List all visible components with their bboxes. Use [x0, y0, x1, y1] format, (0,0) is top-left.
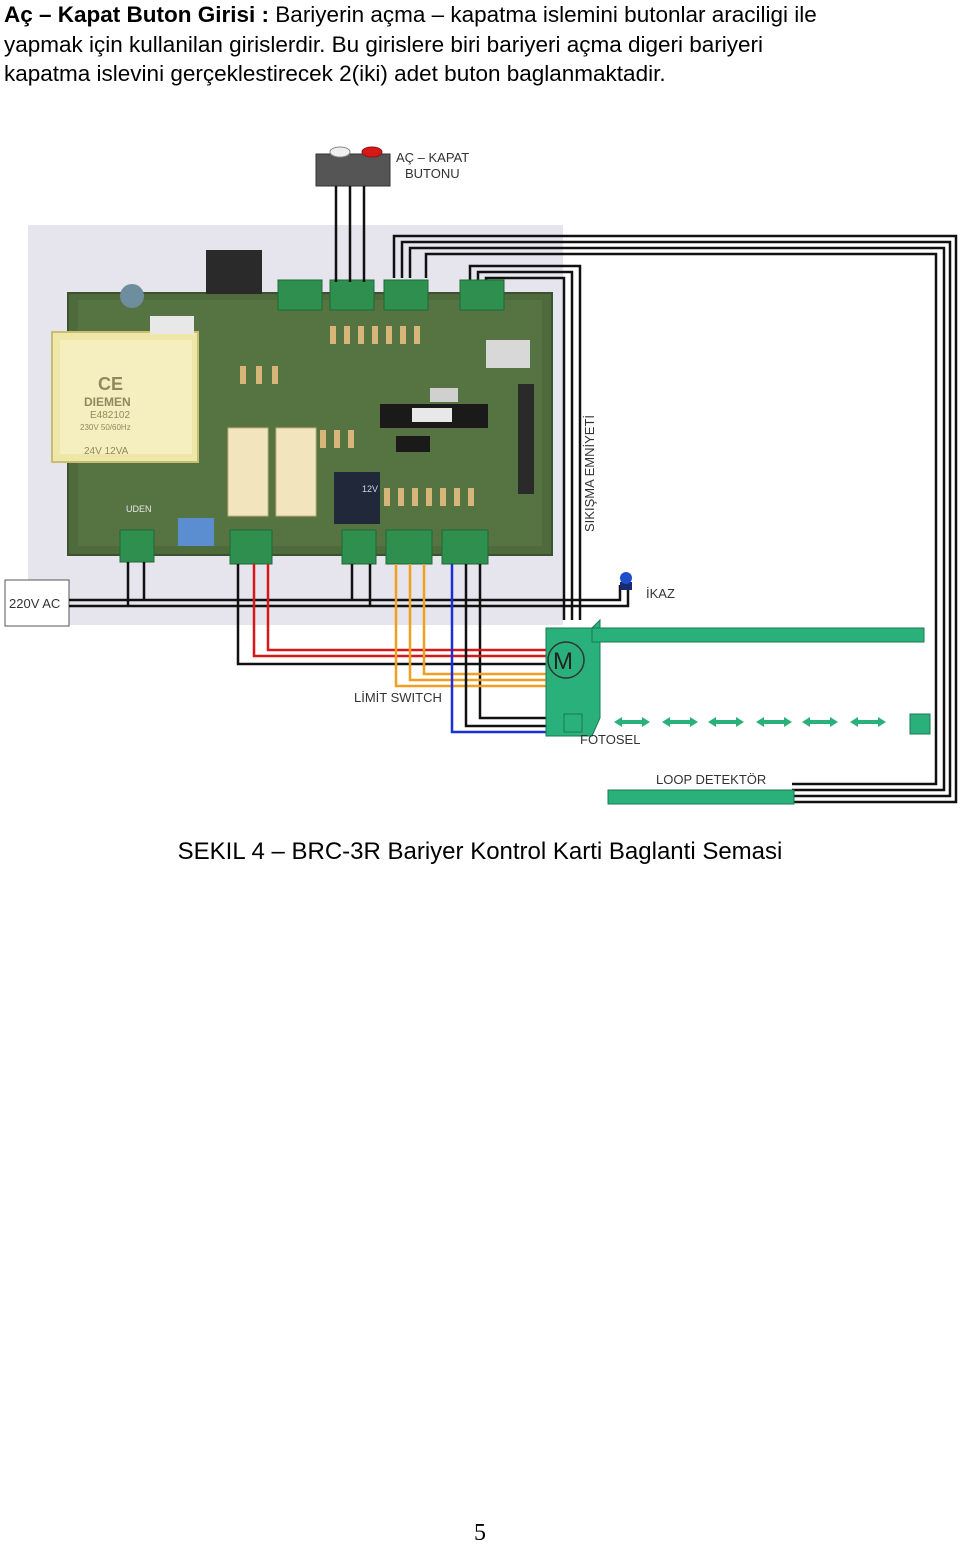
relay-label: 12V — [362, 484, 378, 494]
button-red — [361, 146, 383, 158]
motor-wires-black — [236, 564, 562, 720]
photocell-transmitter — [563, 713, 583, 733]
ic-label — [412, 408, 452, 422]
page-number: 5 — [474, 1520, 486, 1546]
heatsink — [206, 250, 262, 294]
barrier-motor: M — [545, 618, 601, 737]
photocell-wires-black — [464, 564, 568, 728]
intro-heading: Aç – Kapat Buton Girisi : — [4, 2, 270, 27]
button-wires — [334, 186, 366, 282]
transformer-model: E482102 — [90, 410, 130, 421]
fuse-holder — [150, 316, 194, 334]
squeeze-label: SIKIŞMA EMNİYETİ — [582, 415, 597, 532]
power-label: 220V AC — [9, 596, 60, 611]
relay-1 — [227, 427, 269, 517]
photocell-receiver — [909, 713, 931, 735]
button-label-line2: BUTONU — [405, 166, 460, 181]
open-close-button-box — [315, 146, 391, 187]
wiring-diagram: CE DIEMEN E482102 230V 50/60Hz 24V 12VA … — [4, 146, 958, 805]
figure-caption: SEKIL 4 – BRC-3R Bariyer Kontrol Karti B… — [177, 838, 783, 865]
blue-capacitor — [178, 518, 214, 546]
button-white — [329, 146, 351, 158]
intro-line-1-text: Bariyerin açma – kapatma islemini butonl… — [269, 2, 817, 27]
photocell-wires — [450, 564, 568, 734]
transformer-brand: DIEMEN — [84, 395, 131, 409]
relay-2 — [275, 427, 317, 517]
barrier-arm — [591, 627, 925, 643]
intro-line-3: kapatma islevini gerçeklestirecek 2(iki)… — [4, 61, 666, 86]
photocell-label: FOTOSEL — [580, 732, 640, 747]
resistor-array — [240, 326, 474, 506]
motor-label: M — [553, 648, 573, 675]
capacitor — [120, 284, 144, 308]
intro-paragraph: Aç – Kapat Buton Girisi : Bariyerin açma… — [4, 0, 954, 89]
photocell-beam — [614, 717, 886, 727]
motor-symbol — [547, 641, 585, 679]
pin-header — [486, 340, 530, 368]
transformer-ce: CE — [98, 374, 123, 394]
top-terminals — [277, 279, 505, 311]
button-label-line1: AÇ – KAPAT — [396, 150, 469, 165]
power-box — [4, 579, 70, 627]
warning-label: İKAZ — [646, 586, 675, 601]
relay-3 — [334, 472, 380, 524]
transformer-spec2: 24V 12VA — [84, 446, 129, 457]
crystal — [430, 388, 458, 402]
loop-detector-label: LOOP DETEKTÖR — [656, 772, 766, 787]
intro-line-2: yapmak için kullanilan girislerdir. Bu g… — [4, 31, 764, 57]
loop-detector-wires — [392, 234, 958, 804]
transformer: CE DIEMEN E482102 230V 50/60Hz 24V 12VA — [51, 331, 199, 463]
side-connector — [518, 384, 534, 494]
loop-detector-bar — [607, 789, 795, 805]
warning-lamp — [620, 572, 632, 590]
transformer-spec1: 230V 50/60Hz — [80, 423, 131, 432]
limit-switch-label: LİMİT SWITCH — [354, 690, 442, 705]
intro-line-1: Aç – Kapat Buton Girisi : Bariyerin açma… — [4, 0, 954, 30]
limit-switch-wires — [394, 564, 546, 688]
bottom-terminals — [119, 529, 489, 565]
uden-label: UDEN — [126, 504, 152, 514]
motor-wires-red — [252, 564, 546, 658]
small-ic — [396, 436, 430, 452]
